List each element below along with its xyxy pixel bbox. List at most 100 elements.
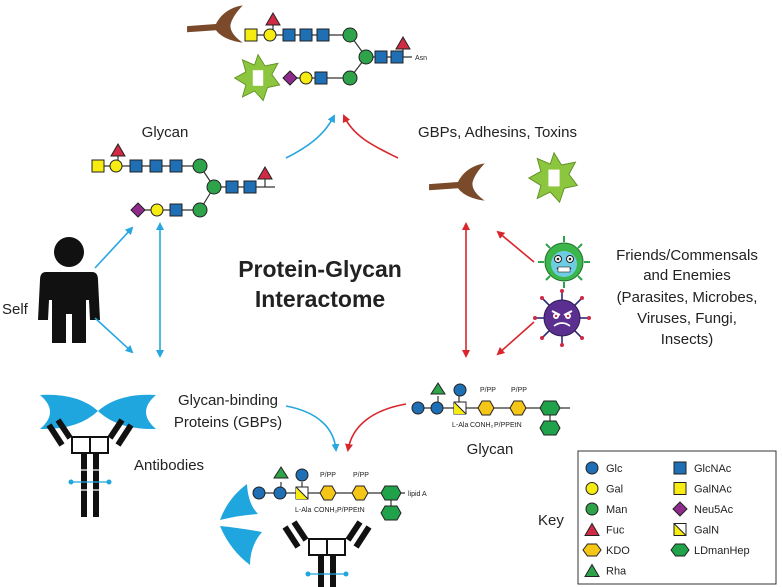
gbp-line-2: Proteins (GBPs) — [174, 414, 282, 431]
glc-shape — [295, 468, 309, 482]
arrow-red — [342, 114, 399, 159]
p-ppetn-label: P/PPEtN — [337, 507, 365, 514]
person-icon — [38, 237, 100, 343]
key-item-label: GlcNAc — [694, 463, 732, 475]
key-swatch — [673, 523, 687, 536]
friends-line-2: and Enemies — [643, 267, 731, 284]
glcnac-shape — [149, 159, 163, 173]
asn-label: Asn — [415, 55, 427, 62]
friendly-microbe-icon — [538, 236, 590, 288]
title-line-1: Protein-Glycan — [238, 256, 402, 282]
title-line-2: Interactome — [255, 286, 385, 312]
fuc-shape — [395, 36, 411, 50]
rha-shape — [273, 466, 289, 479]
key-item: Neu5Ac — [672, 501, 734, 517]
ldmanhep-shape — [380, 485, 402, 501]
lectin-icon — [187, 5, 243, 43]
glc-shape — [252, 486, 266, 500]
man-shape — [342, 70, 358, 86]
key-swatch — [582, 543, 602, 557]
ldmanhep-shape — [539, 420, 561, 436]
p-pp-label: P/PP — [480, 387, 496, 394]
conh2-label: CONH₂ — [314, 507, 338, 514]
lectin-icon — [429, 163, 485, 201]
gbps-label: GBPs, Adhesins, Toxins — [418, 124, 577, 141]
gal-shape — [263, 28, 277, 42]
man-shape — [342, 27, 358, 43]
glcnac-shape — [169, 159, 183, 173]
key-item: Rha — [584, 563, 627, 578]
gal-shape — [150, 203, 164, 217]
key-item: LDmanHep — [670, 543, 750, 557]
glcnac-shape — [282, 28, 296, 42]
conh2-label: CONH₂ — [470, 422, 494, 429]
kdo-shape — [319, 485, 337, 501]
key-item-label: KDO — [606, 545, 630, 557]
fuc-shape — [110, 143, 126, 157]
key-item-label: GalNAc — [694, 484, 732, 496]
neu5ac-shape — [282, 70, 298, 86]
neu5ac-shape — [130, 202, 146, 218]
fuc-shape — [265, 12, 281, 26]
arrow-blue — [285, 405, 340, 452]
arrow-blue — [94, 317, 134, 354]
lipid-a-label: lipid A — [408, 491, 427, 498]
glcnac-shape — [316, 28, 330, 42]
glycan-top-label: Glycan — [142, 124, 189, 141]
toxin-star-icon — [234, 54, 281, 101]
key-item: Gal — [585, 482, 623, 496]
kdo-shape — [509, 400, 527, 416]
p-pp-label: P/PP — [320, 472, 336, 479]
key-label: Key — [538, 512, 564, 529]
friends-line-3: (Parasites, Microbes, — [617, 289, 758, 306]
key-swatch — [673, 461, 687, 475]
glycan-bottom-label: Glycan — [467, 441, 514, 458]
man-shape — [192, 158, 208, 174]
antibodies-label: Antibodies — [134, 457, 204, 474]
key-item-label: Fuc — [606, 525, 625, 537]
key-swatch — [670, 543, 690, 557]
key-item: Glc — [585, 461, 623, 475]
key-swatch — [585, 461, 599, 475]
gbp-lectin-icon — [220, 484, 262, 565]
kdo-shape — [351, 485, 369, 501]
glcnac-shape — [314, 71, 328, 85]
glc-shape — [430, 401, 444, 415]
arrow-red — [496, 230, 535, 263]
arrow-blue — [94, 226, 134, 269]
gbp-lectin-icon — [40, 394, 156, 430]
glcnac-shape — [299, 28, 313, 42]
key-item: KDO — [582, 543, 630, 557]
glcnac-shape — [243, 180, 257, 194]
key-item-label: Man — [606, 504, 627, 516]
fuc-shape — [257, 166, 273, 180]
gbp-line-1: Glycan-binding — [178, 392, 278, 409]
arrows — [94, 114, 535, 452]
key-item-label: GalN — [694, 525, 719, 537]
ldmanhep-shape — [539, 400, 561, 416]
toxin-star-icon — [528, 152, 578, 203]
key-swatch — [585, 482, 599, 495]
key-item-label: Glc — [606, 463, 623, 475]
key-item-label: LDmanHep — [694, 545, 750, 557]
p-pp-label: P/PP — [511, 387, 527, 394]
pathogen-microbe-icon — [533, 289, 591, 347]
kdo-shape — [477, 400, 495, 416]
glcnac-shape — [169, 203, 183, 217]
friends-line-4: Viruses, Fungi, — [637, 310, 737, 327]
glc-shape — [453, 383, 467, 397]
glcnac-shape — [225, 180, 239, 194]
key-item-label: Neu5Ac — [694, 504, 734, 516]
galnac-shape — [91, 159, 105, 173]
key-item-label: Rha — [606, 566, 627, 578]
man-shape — [206, 179, 222, 195]
glc-shape — [411, 401, 425, 415]
glc-shape — [273, 486, 287, 500]
friends-line-1: Friends/Commensals — [616, 247, 758, 264]
antibody-icon — [282, 520, 372, 587]
man-shape — [192, 202, 208, 218]
l-ala-label: L-Ala — [295, 507, 311, 514]
key-swatch — [673, 482, 687, 495]
bottom-complex: P/PP P/PP lipid A L-Ala CONH₂ P/PPEtN — [220, 466, 427, 587]
ldmanhep-shape — [380, 505, 402, 521]
